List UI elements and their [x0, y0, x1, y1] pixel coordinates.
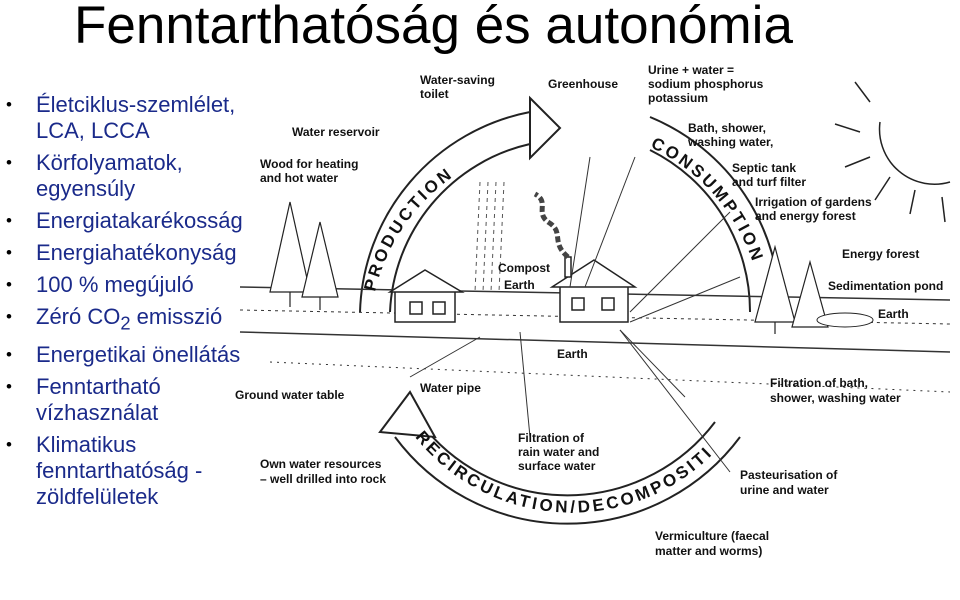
- label-earth-right: Earth: [878, 307, 909, 321]
- bullet-item: Életciklus-szemlélet,LCA, LCCA: [0, 92, 285, 144]
- label-compost: Compost: [498, 261, 550, 275]
- bullet-list: Életciklus-szemlélet,LCA, LCCA Körfolyam…: [0, 92, 285, 516]
- label-energy-forest: Energy forest: [842, 247, 919, 261]
- house-left-icon: [387, 269, 465, 323]
- bullet-item: Zéró CO2 emisszió: [0, 304, 285, 336]
- cycle-arrowheads: [378, 95, 562, 439]
- label-pointers: [409, 156, 741, 473]
- label-filtration-bath: Filtration of bath,: [770, 376, 868, 390]
- label-water-reservoir: Water reservoir: [292, 125, 380, 139]
- label-own-water: Own water resources: [260, 457, 382, 471]
- label-filtration-rain: Filtration of: [518, 431, 585, 445]
- smoke: [533, 191, 570, 259]
- label-urine-2: sodium phosphorus: [648, 77, 764, 91]
- label-water-saving-toilet-2: toilet: [420, 87, 449, 101]
- cycle-ring: [359, 111, 782, 525]
- label-filtration-bath-2: shower, washing water: [770, 391, 901, 405]
- label-urine: Urine + water =: [648, 63, 734, 77]
- tree-icons: [269, 201, 829, 334]
- label-bath: Bath, shower,: [688, 121, 766, 135]
- label-wood: Wood for heating: [260, 157, 358, 171]
- label-water-saving-toilet: Water-saving: [420, 73, 495, 87]
- label-urine-3: potassium: [648, 91, 708, 105]
- rain-lines: [474, 181, 505, 293]
- slide-title: Fenntarthatóság és autonómia: [74, 0, 793, 55]
- label-sedimentation: Sedimentation pond: [828, 279, 943, 293]
- water-cycle-diagram: PRODUCTION CONSUMPTION RECIRCULATION/DEC…: [230, 62, 951, 558]
- bullet-item: 100 % megújuló: [0, 272, 285, 298]
- label-ground-water: Ground water table: [235, 388, 345, 402]
- label-bath-2: washing water,: [687, 135, 773, 149]
- bullet-item: Körfolyamatok,egyensúly: [0, 150, 285, 202]
- label-filtration-rain-3: surface water: [518, 459, 596, 473]
- label-greenhouse: Greenhouse: [548, 77, 618, 91]
- label-pasteurisation-2: urine and water: [740, 483, 829, 497]
- label-water-pipe: Water pipe: [420, 381, 481, 395]
- bullet-item: Energiahatékonyság: [0, 240, 285, 266]
- sun-icon: [834, 81, 951, 223]
- house-right-icon: [549, 256, 638, 323]
- label-vermiculture: Vermiculture (faecal: [655, 529, 769, 543]
- label-filtration-rain-2: rain water and: [518, 445, 599, 459]
- label-irrigation: Irrigation of gardens: [755, 195, 872, 209]
- bullet-item: Energiatakarékosság: [0, 208, 285, 234]
- label-vermiculture-2: matter and worms): [655, 544, 762, 558]
- sedimentation-pond: [816, 312, 874, 328]
- label-septic: Septic tank: [732, 161, 796, 175]
- label-earth-top: Earth: [504, 278, 535, 292]
- label-wood-2: and hot water: [260, 171, 338, 185]
- label-pasteurisation: Pasteurisation of: [740, 468, 838, 482]
- label-own-water-2: – well drilled into rock: [260, 472, 386, 486]
- label-septic-2: and turf filter: [732, 175, 806, 189]
- bullet-item: Energetikai önellátás: [0, 342, 285, 368]
- label-earth-mid: Earth: [557, 347, 588, 361]
- label-irrigation-2: and energy forest: [755, 209, 856, 223]
